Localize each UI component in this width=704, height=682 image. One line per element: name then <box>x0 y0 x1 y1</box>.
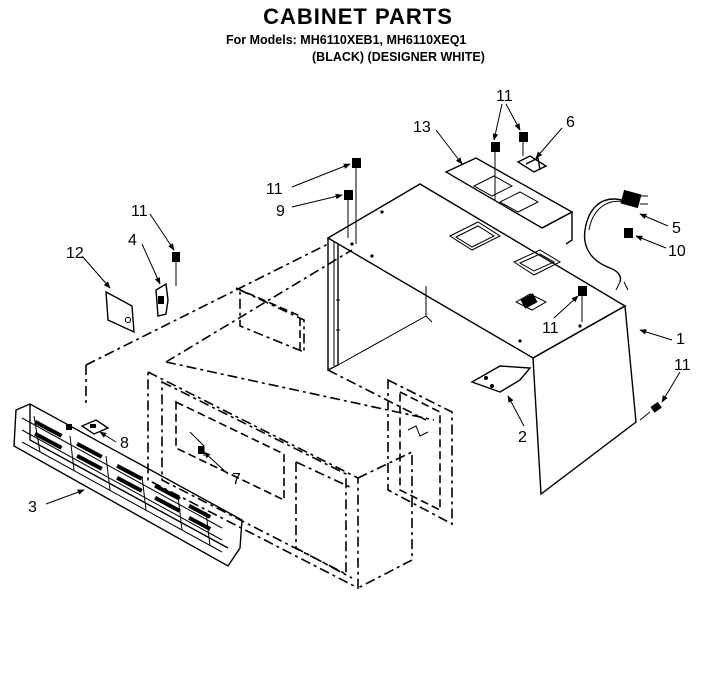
callout-11-rear: 11 <box>674 357 691 374</box>
cabinet-interior-outline <box>85 243 435 421</box>
callout-11-left: 11 <box>266 181 283 198</box>
callout-1: 1 <box>676 331 685 348</box>
callout-12: 12 <box>66 245 84 262</box>
vent-cover-13 <box>444 157 574 245</box>
callout-8: 8 <box>120 435 129 452</box>
callout-6: 6 <box>566 114 575 131</box>
colors-line: (BLACK) (DESIGNER WHITE) <box>312 50 485 64</box>
power-cord-5 <box>583 189 648 291</box>
callout-10: 10 <box>668 243 686 260</box>
callout-7: 7 <box>232 471 241 488</box>
callout-11-top-rear: 11 <box>542 320 559 337</box>
callout-11-bracket: 11 <box>131 203 148 220</box>
bracket-4 <box>155 252 180 317</box>
leader-lines <box>45 103 681 505</box>
callout-11-top: 11 <box>496 88 513 105</box>
callout-9: 9 <box>276 203 285 220</box>
callout-3: 3 <box>28 499 37 516</box>
callout-5: 5 <box>672 220 681 237</box>
screws-11-top <box>344 132 633 322</box>
oven-cavity-outline <box>147 370 453 590</box>
front-grille-3 <box>13 403 243 567</box>
models-line: For Models: MH6110XEB1, MH6110XEQ1 <box>226 33 467 47</box>
cabinet-wrapper <box>326 183 662 496</box>
bracket-6 <box>516 155 548 173</box>
page-title: CABINET PARTS <box>263 4 453 29</box>
callout-13: 13 <box>413 119 431 136</box>
callout-4: 4 <box>128 232 137 249</box>
callout-2: 2 <box>518 429 527 446</box>
bracket-12 <box>105 290 135 334</box>
